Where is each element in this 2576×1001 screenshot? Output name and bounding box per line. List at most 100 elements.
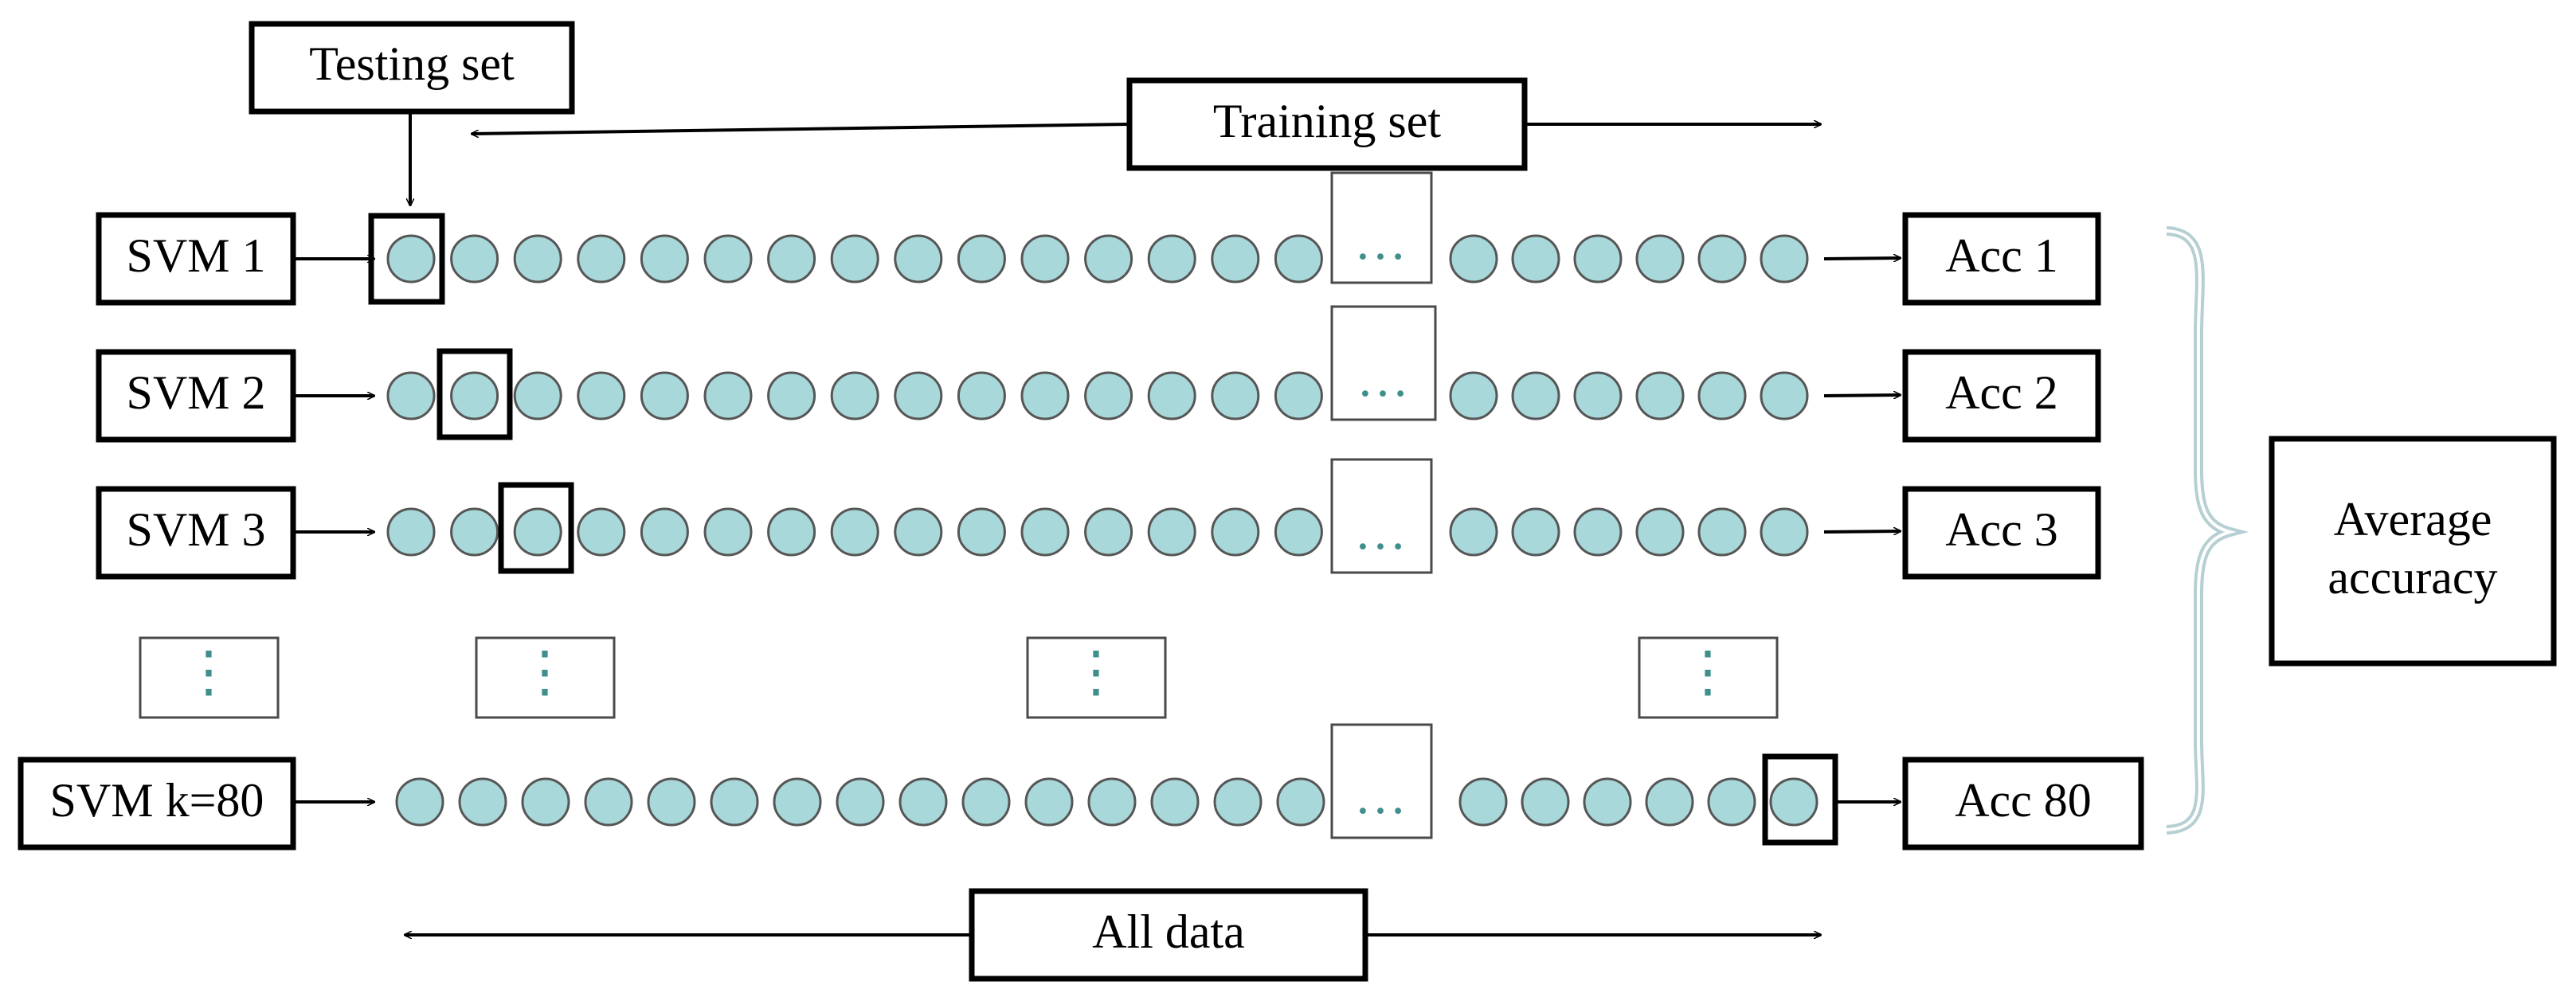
data-sample: [703, 507, 753, 557]
data-sample: [703, 234, 753, 283]
fold-row-2: SVM 2 … Acc 2: [96, 305, 2101, 443]
data-sample: [710, 777, 759, 827]
model-label: SVM k=80: [50, 774, 264, 827]
testing-set-label: Testing set: [309, 37, 515, 90]
vertical-ellipsis: ⋮: [1068, 642, 1124, 703]
average-accuracy-box: [2269, 436, 2557, 667]
all-data-callout: All data: [405, 888, 1821, 982]
vertical-ellipsis: ⋮: [181, 642, 237, 703]
data-sample: [894, 234, 943, 283]
data-sample: [1084, 234, 1133, 283]
ellipsis-box: [1330, 723, 1433, 839]
data-sample: [1760, 507, 1809, 557]
all-data-box: [969, 888, 1368, 982]
data-sample: [386, 371, 436, 420]
data-sample: [1511, 371, 1560, 420]
data-sample: [1635, 371, 1685, 420]
data-sample: [1150, 777, 1200, 827]
data-sample: [1458, 777, 1508, 827]
accuracy-box: [1902, 757, 2144, 850]
test-fold-marker: [1762, 753, 1838, 846]
data-sample: [1635, 234, 1685, 283]
testing-set-callout: Testing set: [249, 21, 575, 205]
test-fold-marker: [498, 482, 574, 574]
data-sample: [513, 507, 562, 557]
data-sample: [830, 234, 879, 283]
data-sample: [1274, 507, 1323, 557]
samples-before-gap: [386, 507, 1323, 557]
vertical-ellipsis-box-2: [475, 636, 616, 719]
data-sample: [1211, 234, 1260, 283]
data-sample: [1697, 507, 1747, 557]
data-sample: [577, 507, 626, 557]
data-sample: [577, 234, 626, 283]
data-sample: [830, 371, 879, 420]
ellipsis-horizontal: …: [1357, 350, 1411, 408]
data-sample: [767, 234, 816, 283]
data-sample: [450, 371, 499, 420]
data-sample: [1274, 234, 1323, 283]
ellipsis-box: [1330, 305, 1437, 421]
model-box: [96, 349, 296, 443]
data-sample: [830, 507, 879, 557]
samples-before-gap: [386, 234, 1323, 283]
data-sample: [767, 371, 816, 420]
accuracy-box: [1902, 486, 2101, 580]
accuracy-label: Acc 2: [1945, 366, 2058, 419]
testing-set-box: [249, 21, 575, 115]
training-set-left-arrow: [472, 123, 1130, 134]
data-sample: [1511, 507, 1560, 557]
data-sample: [1760, 371, 1809, 420]
data-sample: [767, 507, 816, 557]
data-sample: [1573, 234, 1623, 283]
fold-row-1: SVM 1 … Acc 1: [96, 171, 2101, 306]
accuracy-box: [1902, 349, 2101, 443]
data-sample: [1769, 777, 1818, 827]
data-sample: [1147, 234, 1196, 283]
accuracy-brace: [2166, 226, 2249, 835]
data-sample: [1511, 234, 1560, 283]
data-sample: [450, 507, 499, 557]
model-box: [96, 486, 296, 580]
vertical-ellipsis-box-1: [139, 636, 280, 719]
data-sample: [450, 234, 499, 283]
vertical-ellipsis: ⋮: [517, 642, 573, 703]
data-sample: [577, 371, 626, 420]
average-accuracy-line1: Average: [2334, 493, 2492, 545]
data-sample: [703, 371, 753, 420]
data-sample: [1449, 371, 1498, 420]
data-sample: [1449, 234, 1498, 283]
data-sample: [386, 507, 436, 557]
accuracy-arrow: [1823, 531, 1901, 532]
vertical-ellipsis-box-4: [1638, 636, 1779, 719]
model-box: [18, 757, 296, 850]
accuracy-arrow: [1823, 258, 1901, 259]
brace-inner: [2166, 229, 2237, 831]
ellipsis-box: [1330, 171, 1433, 284]
data-sample: [957, 507, 1006, 557]
data-sample: [957, 234, 1006, 283]
data-sample: [1645, 777, 1694, 827]
data-sample: [1147, 507, 1196, 557]
data-sample: [584, 777, 633, 827]
average-accuracy-callout: Average accuracy: [2269, 436, 2557, 667]
ellipsis-box: [1330, 458, 1433, 574]
data-sample: [386, 234, 436, 283]
data-sample: [458, 777, 507, 827]
data-sample: [640, 507, 689, 557]
data-sample: [1087, 777, 1137, 827]
data-sample: [395, 777, 444, 827]
data-sample: [957, 371, 1006, 420]
samples-after-gap: [1449, 371, 1809, 420]
data-sample: [1211, 371, 1260, 420]
samples-before-gap: [395, 777, 1325, 827]
test-fold-marker: [437, 348, 513, 440]
accuracy-box: [1902, 212, 2101, 306]
data-sample: [894, 371, 943, 420]
model-box: [96, 212, 296, 306]
data-sample: [1760, 234, 1809, 283]
ellipsis-horizontal: …: [1354, 213, 1408, 271]
data-sample: [640, 234, 689, 283]
vertical-continuation-row: ⋮ ⋮ ⋮ ⋮: [139, 636, 1779, 719]
